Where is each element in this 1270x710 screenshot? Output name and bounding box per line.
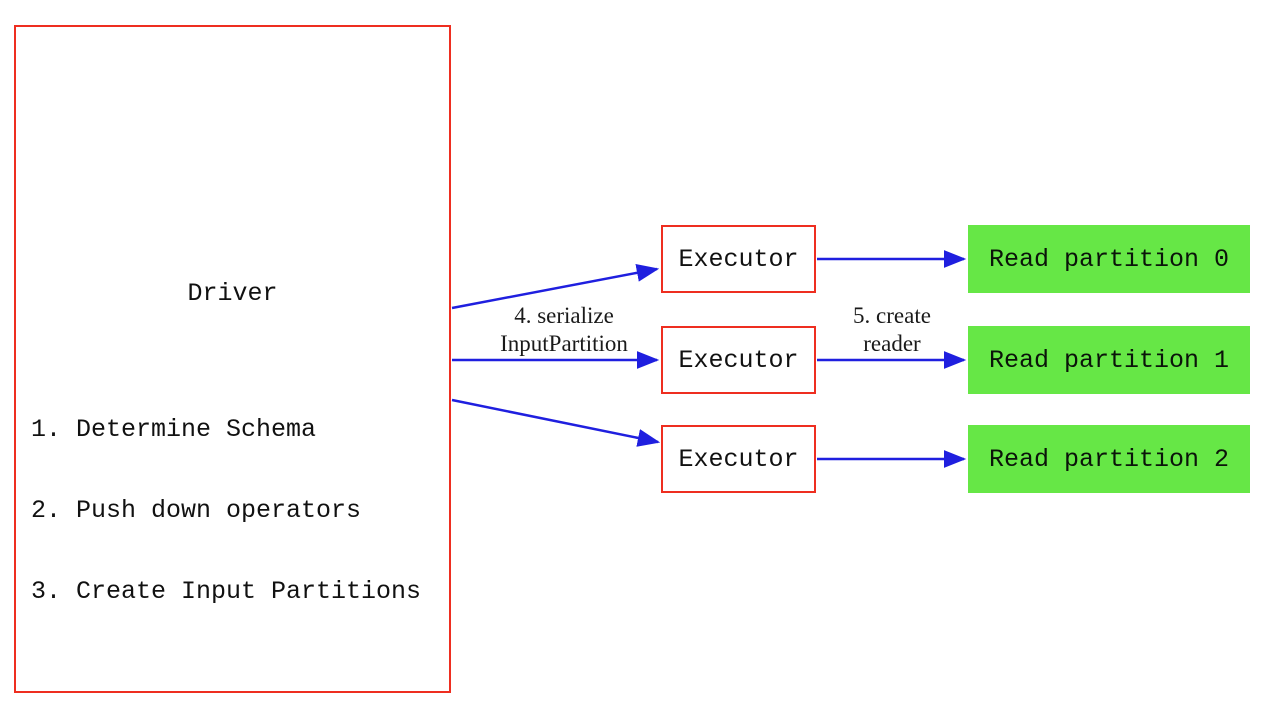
read-partition-0-box: Read partition 0	[968, 225, 1250, 293]
driver-title: Driver	[187, 279, 278, 308]
driver-step-3: 3. Create Input Partitions	[31, 577, 422, 606]
driver-step-2: 2. Push down operators	[31, 496, 362, 525]
reader-label-line2: reader	[863, 331, 921, 356]
driver-step-1: 1. Determine Schema	[31, 415, 317, 444]
driver-steps-list: 1. Determine Schema 2. Push down operato…	[31, 362, 421, 632]
serialize-label-line1: 4. serialize	[514, 303, 614, 328]
arrow-driver-to-executor-2	[451, 398, 661, 447]
driver-box	[14, 25, 451, 693]
serialize-label-line2: InputPartition	[500, 331, 628, 356]
read-partition-1-box: Read partition 1	[968, 326, 1250, 394]
serialize-inputpartition-label: 4. serialize InputPartition	[454, 302, 674, 358]
executor-box-0: Executor	[661, 225, 816, 293]
create-reader-label: 5. create reader	[817, 302, 967, 358]
executor-box-1: Executor	[661, 326, 816, 394]
executor-box-2: Executor	[661, 425, 816, 493]
read-partition-2-box: Read partition 2	[968, 425, 1250, 493]
reader-label-line1: 5. create	[853, 303, 931, 328]
